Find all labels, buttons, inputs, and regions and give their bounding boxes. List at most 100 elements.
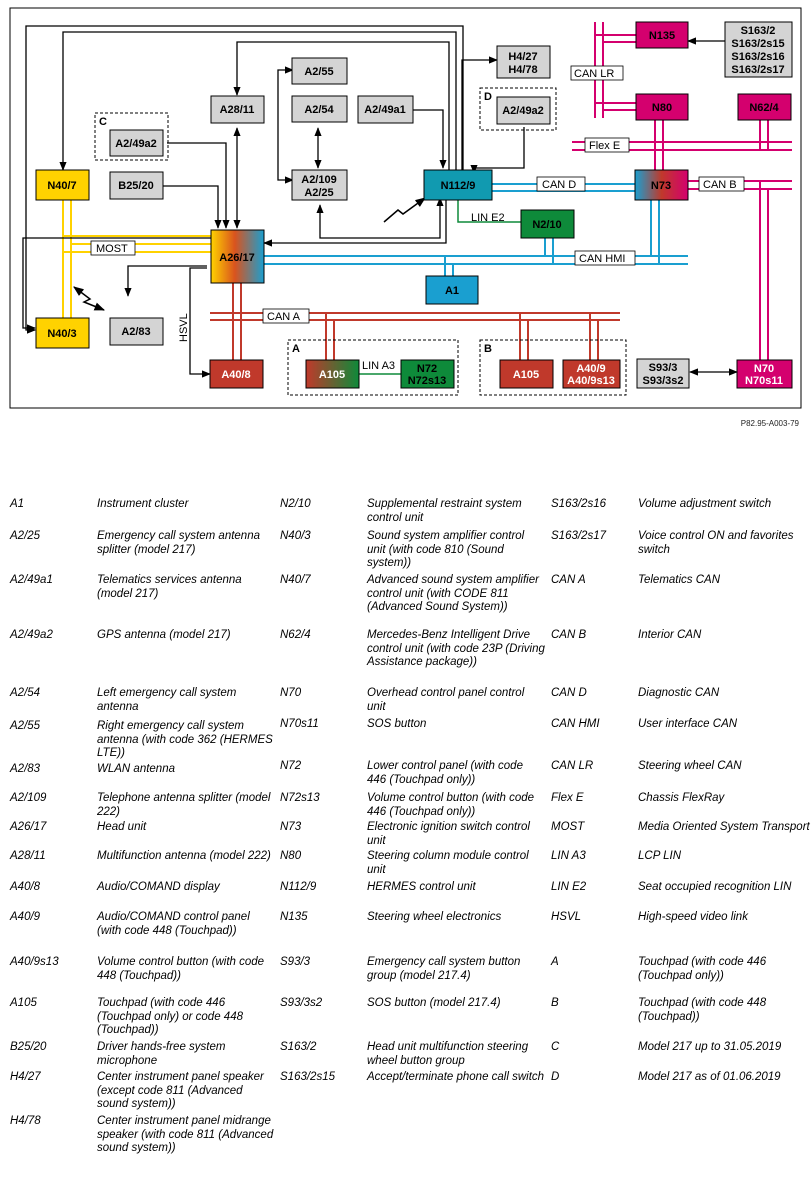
legend-description: High-speed video link [638, 911, 748, 923]
node-S163-2s15: S163/2s15 [731, 38, 784, 50]
legend-description: Mercedes-Benz Intelligent Drive control … [367, 629, 545, 668]
node-A105-a: A105 [319, 369, 345, 381]
group-b-label: B [484, 343, 492, 355]
node-N62-4: N62/4 [749, 102, 779, 114]
legend-description: Left emergency call system antenna [97, 687, 237, 713]
node-S93-3: S93/3 [649, 362, 678, 374]
node-S163-2: S163/2 [741, 25, 776, 37]
legend-description: Model 217 as of 01.06.2019 [638, 1071, 781, 1083]
can-hmi-label: CAN HMI [579, 253, 625, 265]
group-d-label: D [484, 91, 492, 103]
group-c-box [94, 112, 169, 161]
legend-code: A40/8 [10, 881, 41, 893]
node-N2-10: N2/10 [532, 219, 561, 231]
legend-description: Emergency call system button group (mode… [367, 956, 521, 982]
node-A2-49a2-c: A2/49a2 [115, 138, 157, 150]
legend-description: Volume control button (with code 448 (To… [97, 956, 265, 982]
legend-code: S93/3s2 [280, 997, 323, 1009]
legend-code: N80 [280, 850, 302, 862]
legend-code: CAN B [551, 629, 587, 641]
node-A2-109: A2/109 [301, 174, 336, 186]
group-c-label: C [99, 116, 107, 128]
legend-code: B25/20 [10, 1041, 47, 1053]
legend-description: Supplemental restraint system control un… [367, 498, 522, 524]
legend-description: Media Oriented System Transport [638, 821, 810, 833]
legend-code: CAN A [551, 574, 586, 586]
node-S93-3s2: S93/3s2 [643, 375, 684, 387]
legend-code: A28/11 [10, 850, 46, 862]
legend-description: Head unit multifunction steering wheel b… [367, 1041, 529, 1067]
legend-code: S93/3 [280, 956, 311, 968]
legend-description: Touchpad (with code 448 (Touchpad)) [638, 997, 767, 1023]
legend-description: Seat occupied recognition LIN [638, 881, 792, 893]
signal-lines [22, 25, 738, 378]
can-b-label: CAN B [703, 179, 737, 191]
legend-code: CAN LR [551, 760, 594, 772]
legend-description: WLAN antenna [97, 763, 175, 775]
legend-code: N62/4 [280, 629, 311, 641]
legend-description: Head unit [97, 821, 147, 833]
legend-description: Advanced sound system amplifier control … [367, 574, 539, 613]
legend-code: Flex E [551, 792, 584, 804]
node-N73: N73 [651, 180, 671, 192]
legend-description: Electronic ignition switch control unit [367, 821, 530, 847]
legend-description: SOS button [367, 718, 427, 730]
legend-description: Steering wheel electronics [367, 911, 502, 923]
node-N80: N80 [652, 102, 672, 114]
diagram-frame [9, 7, 802, 409]
node-A2-55: A2/55 [304, 66, 333, 78]
legend-description: Multifunction antenna (model 222) [97, 850, 271, 862]
legend-code: N2/10 [280, 498, 311, 510]
legend-description: Telematics services antenna (model 217) [97, 574, 242, 600]
legend-code: A2/49a1 [10, 574, 53, 586]
legend-description: Model 217 up to 31.05.2019 [638, 1041, 782, 1053]
hsvl-label: HSVL [178, 313, 190, 342]
legend-code: H4/78 [10, 1115, 41, 1127]
node-N72s13: N72s13 [408, 375, 447, 387]
legend-description: User interface CAN [638, 718, 738, 730]
group-a-box [287, 339, 459, 396]
legend-code: A2/25 [10, 530, 41, 542]
legend-description: Touchpad (with code 446 (Touchpad only)) [638, 956, 767, 982]
legend-description: Lower control panel (with code 446 (Touc… [367, 760, 523, 786]
legend-description: HERMES control unit [367, 881, 476, 893]
node-H4-27: H4/27 [508, 51, 537, 63]
node-A40-9: A40/9 [576, 363, 605, 375]
legend-code: N70 [280, 687, 302, 699]
legend-description: Voice control ON and favorites switch [638, 530, 794, 556]
node-A105-b: A105 [513, 369, 539, 381]
node-A2-49a2-d: A2/49a2 [502, 105, 544, 117]
legend-code: N70s11 [280, 718, 319, 730]
legend-code: A26/17 [10, 821, 47, 833]
legend-description: Right emergency call system antenna (wit… [97, 720, 273, 759]
legend-code: CAN D [551, 687, 587, 699]
legend-code: A40/9 [10, 911, 41, 923]
legend-description: LCP LIN [638, 850, 682, 862]
legend-code: C [551, 1041, 560, 1053]
node-S163-2s16: S163/2s16 [731, 51, 784, 63]
legend-code: A2/55 [10, 720, 41, 732]
group-d-box [479, 87, 557, 131]
legend-code: B [551, 997, 559, 1009]
node-A2-54: A2/54 [304, 104, 334, 116]
legend-code: S163/2s16 [551, 498, 606, 510]
legend-description: Audio/COMAND display [97, 881, 220, 893]
legend-code: N72 [280, 760, 302, 772]
node-A2-49a1: A2/49a1 [364, 104, 406, 116]
legend-description: Steering wheel CAN [638, 760, 742, 772]
legend-code: S163/2 [280, 1041, 317, 1053]
legend-code: LIN A3 [551, 850, 586, 862]
figure-reference: P82.95-A003-79 [740, 419, 799, 428]
legend-code: A2/83 [10, 763, 41, 775]
legend-code: N40/3 [280, 530, 311, 542]
legend-code: N112/9 [280, 881, 317, 893]
flex-e-label: Flex E [589, 140, 620, 152]
legend-description: Instrument cluster [97, 498, 189, 510]
legend-code: A2/109 [10, 792, 47, 804]
can-lr-label: CAN LR [574, 68, 614, 80]
legend-description: Telematics CAN [638, 574, 721, 586]
node-N70: N70 [754, 363, 774, 375]
legend-description: Sound system amplifier control unit (wit… [367, 530, 525, 569]
